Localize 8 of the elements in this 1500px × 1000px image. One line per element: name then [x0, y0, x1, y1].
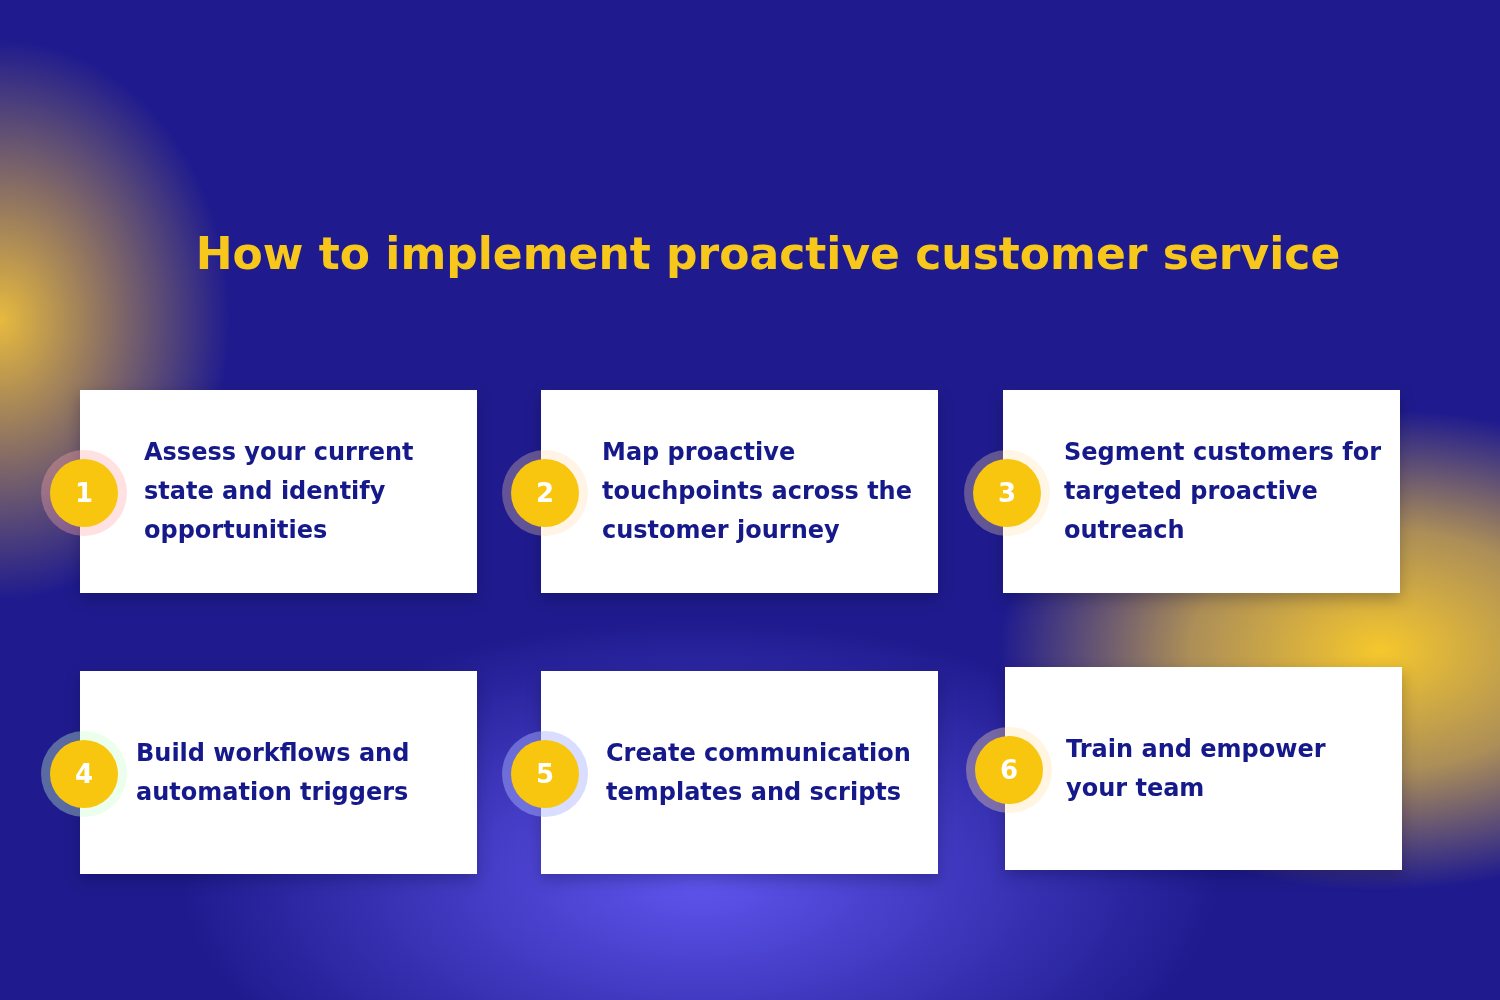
step-text: Map proactive touchpoints across the customer journey — [602, 437, 912, 546]
step-text: Segment customers for targeted proactive outreach — [1064, 437, 1383, 546]
step-card — [80, 390, 477, 593]
title: How to implement proactive customer service — [194, 228, 1342, 279]
step-text: Train and empower your team — [1066, 733, 1327, 804]
step-text: Build workflows and automation triggers — [136, 737, 411, 808]
step-text: Assess your current state and identify opportunities — [144, 437, 414, 546]
step-text: Create communication templates and scripts — [606, 737, 912, 808]
